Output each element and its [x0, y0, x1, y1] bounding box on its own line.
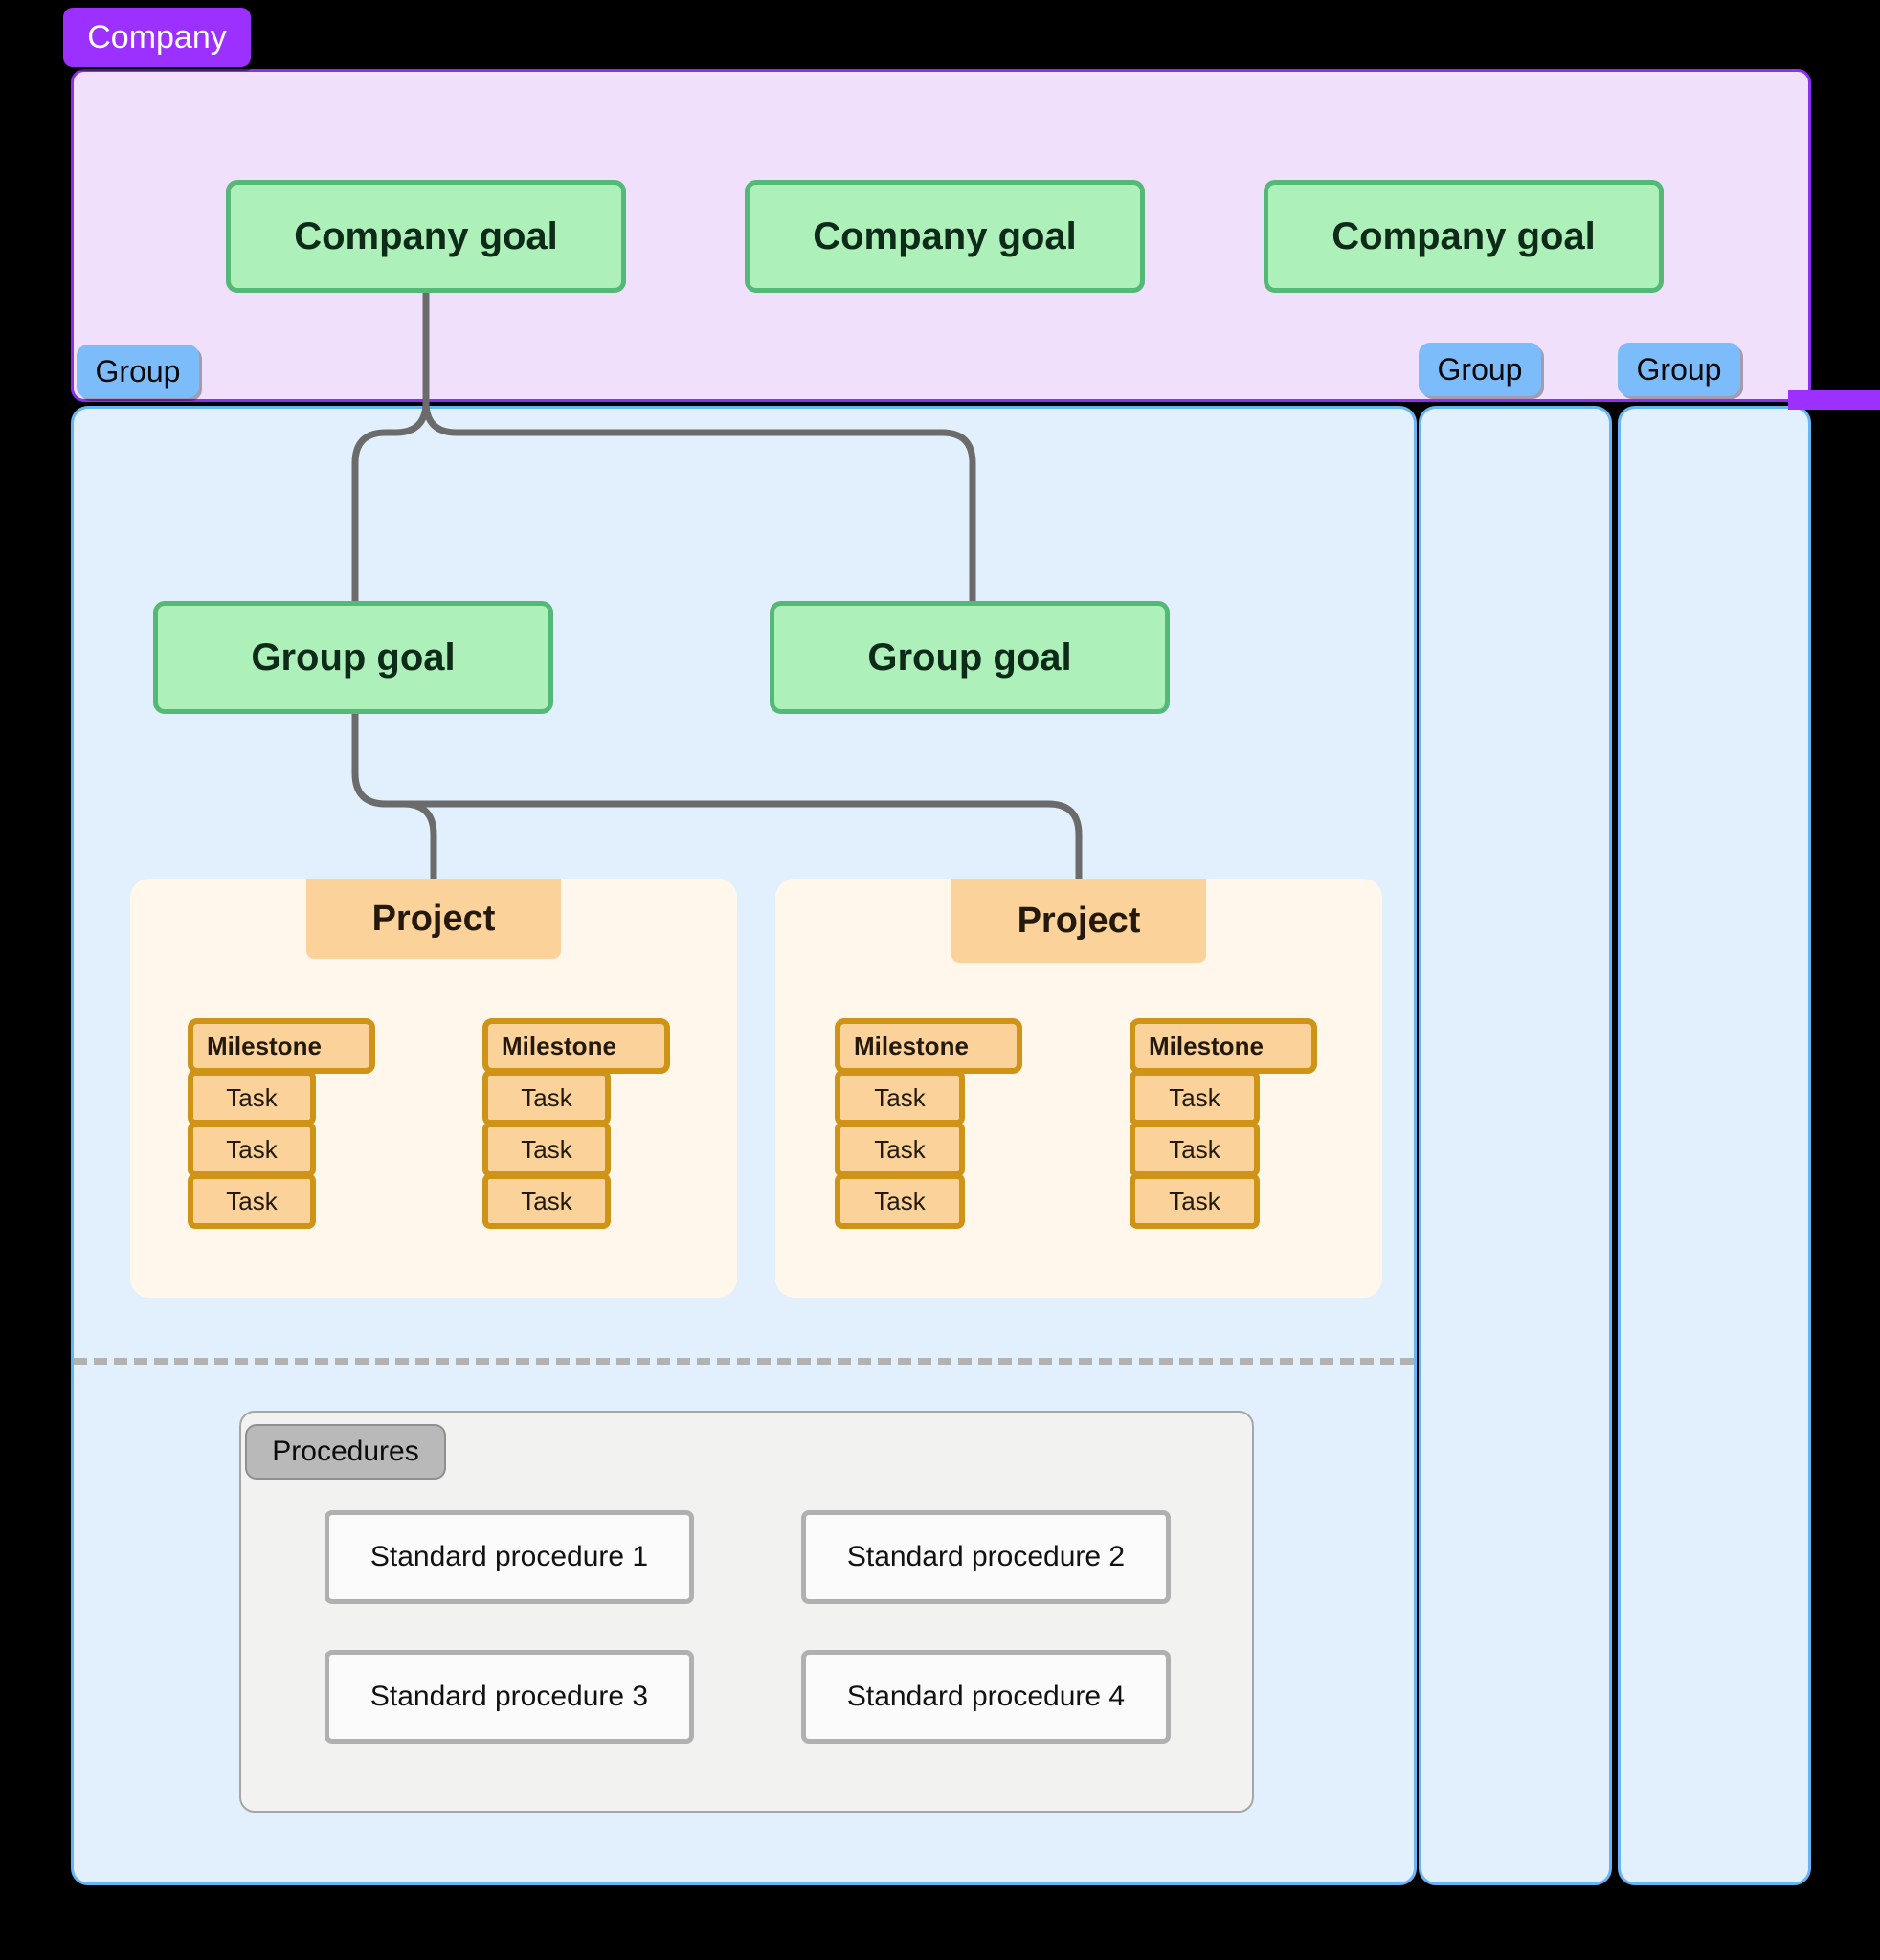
task-item[interactable]: Task	[482, 1070, 611, 1125]
task-label: Task	[874, 1186, 926, 1215]
group-goal-1[interactable]: Group goal	[153, 601, 553, 714]
group-goal-1-label: Group goal	[251, 635, 456, 679]
milestone-label: Milestone	[502, 1031, 616, 1060]
group-tag-1[interactable]: Group	[77, 345, 199, 398]
group-goal-2-label: Group goal	[867, 635, 1072, 679]
milestone-label-box[interactable]: Milestone	[482, 1018, 670, 1074]
task-item[interactable]: Task	[188, 1173, 316, 1229]
section-divider	[74, 1358, 1414, 1365]
milestone-label-box[interactable]: Milestone	[1130, 1018, 1317, 1074]
task-item[interactable]: Task	[1130, 1122, 1260, 1177]
task-label: Task	[1169, 1082, 1220, 1112]
milestone-stack-1-2: Milestone Task Task Task	[482, 1018, 670, 1229]
group-tag-3[interactable]: Group	[1618, 343, 1740, 396]
procedures-tag[interactable]: Procedures	[245, 1424, 446, 1480]
company-tag-label: Company	[87, 18, 227, 56]
project-header-1[interactable]: Project	[306, 879, 561, 959]
company-goal-1-label: Company goal	[294, 214, 558, 257]
task-label: Task	[226, 1134, 278, 1164]
task-label: Task	[226, 1082, 278, 1112]
company-goal-3[interactable]: Company goal	[1264, 180, 1664, 293]
task-item[interactable]: Task	[835, 1122, 965, 1177]
milestone-label-box[interactable]: Milestone	[188, 1018, 375, 1074]
procedure-label: Standard procedure 3	[369, 1681, 649, 1712]
project-1-label: Project	[371, 898, 496, 939]
project-2-label: Project	[1017, 900, 1141, 941]
task-item[interactable]: Task	[482, 1122, 611, 1177]
milestone-stack-2-1: Milestone Task Task Task	[835, 1018, 1022, 1229]
task-item[interactable]: Task	[188, 1070, 316, 1125]
group-tag-2[interactable]: Group	[1419, 343, 1541, 396]
milestone-stack-2-2: Milestone Task Task Task	[1130, 1018, 1317, 1229]
task-label: Task	[1169, 1134, 1220, 1164]
procedure-label: Standard procedure 2	[846, 1541, 1126, 1572]
task-item[interactable]: Task	[482, 1173, 611, 1229]
task-item[interactable]: Task	[188, 1122, 316, 1177]
milestone-label: Milestone	[854, 1031, 969, 1060]
group-tag-1-label: Group	[95, 353, 181, 389]
group-tag-2-label: Group	[1437, 351, 1523, 387]
task-label: Task	[521, 1186, 572, 1215]
company-goal-2[interactable]: Company goal	[745, 180, 1145, 293]
milestone-stack-1-1: Milestone Task Task Task	[188, 1018, 375, 1229]
company-goal-3-label: Company goal	[1332, 214, 1596, 257]
procedures-tag-label: Procedures	[272, 1436, 419, 1467]
group-goal-2[interactable]: Group goal	[770, 601, 1170, 714]
procedure-item-2[interactable]: Standard procedure 2	[801, 1510, 1171, 1604]
task-label: Task	[521, 1134, 572, 1164]
group-tag-3-label: Group	[1636, 351, 1722, 387]
company-goal-2-label: Company goal	[813, 214, 1077, 257]
procedure-item-4[interactable]: Standard procedure 4	[801, 1650, 1171, 1744]
milestone-label-box[interactable]: Milestone	[835, 1018, 1022, 1074]
task-label: Task	[874, 1134, 926, 1164]
company-goal-1[interactable]: Company goal	[226, 180, 626, 293]
task-item[interactable]: Task	[835, 1173, 965, 1229]
task-label: Task	[521, 1082, 572, 1112]
company-accent-bar	[1788, 390, 1880, 410]
milestone-label: Milestone	[207, 1031, 322, 1060]
procedure-label: Standard procedure 1	[369, 1541, 649, 1572]
group-panel-2	[1419, 406, 1612, 1885]
task-item[interactable]: Task	[1130, 1173, 1260, 1229]
procedure-item-3[interactable]: Standard procedure 3	[325, 1650, 694, 1744]
procedure-label: Standard procedure 4	[846, 1681, 1126, 1712]
task-item[interactable]: Task	[835, 1070, 965, 1125]
task-label: Task	[226, 1186, 278, 1215]
project-header-2[interactable]: Project	[951, 879, 1206, 963]
task-item[interactable]: Task	[1130, 1070, 1260, 1125]
group-panel-3	[1618, 406, 1811, 1885]
task-label: Task	[1169, 1186, 1220, 1215]
milestone-label: Milestone	[1149, 1031, 1264, 1060]
procedure-item-1[interactable]: Standard procedure 1	[325, 1510, 694, 1604]
task-label: Task	[874, 1082, 926, 1112]
company-tag[interactable]: Company	[63, 8, 251, 67]
